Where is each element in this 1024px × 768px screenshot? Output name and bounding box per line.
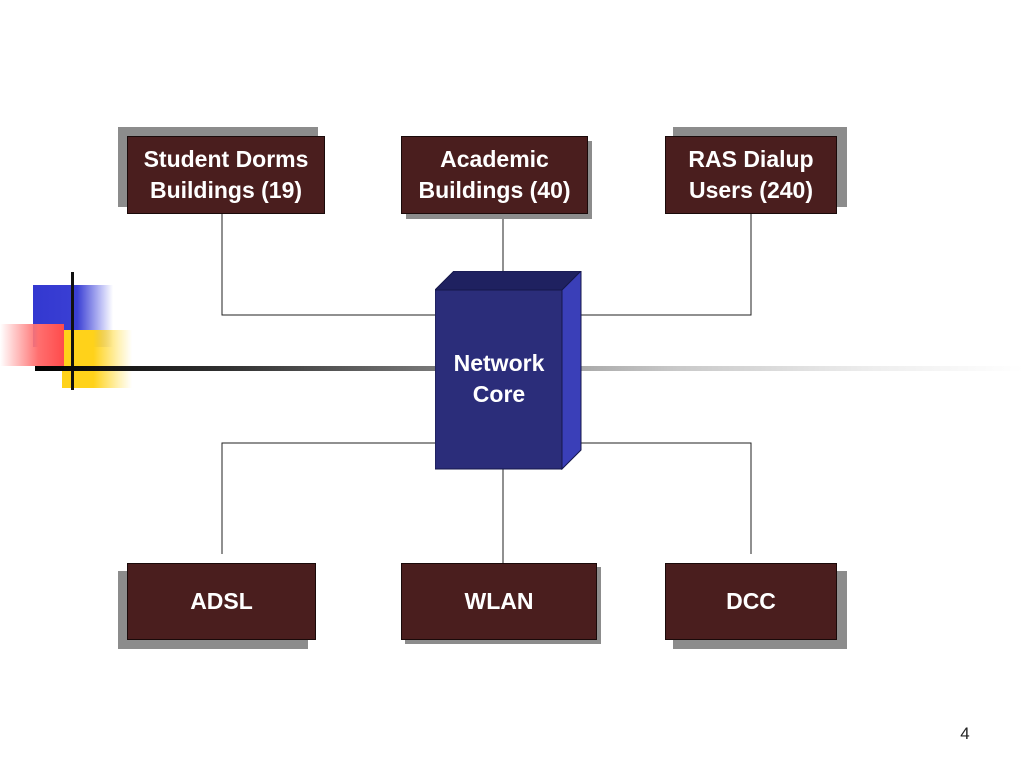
node-student-dorms: Student Dorms Buildings (19) xyxy=(127,136,325,214)
connector-dcc xyxy=(580,442,752,554)
node-ras-dialup: RAS Dialup Users (240) xyxy=(665,136,837,214)
node-adsl: ADSL xyxy=(127,563,316,640)
decor-red-square xyxy=(0,324,64,366)
network-core-block xyxy=(435,271,582,470)
network-core-label: Network Core xyxy=(453,350,545,407)
connector-student-dorms xyxy=(221,213,435,316)
node-dcc: DCC xyxy=(665,563,837,640)
decor-vertical-line xyxy=(71,272,74,390)
node-academic: Academic Buildings (40) xyxy=(401,136,588,214)
connector-ras-dialup xyxy=(580,213,752,316)
page-number: 4 xyxy=(960,724,970,743)
connector-adsl xyxy=(221,442,435,554)
node-wlan: WLAN xyxy=(401,563,597,640)
